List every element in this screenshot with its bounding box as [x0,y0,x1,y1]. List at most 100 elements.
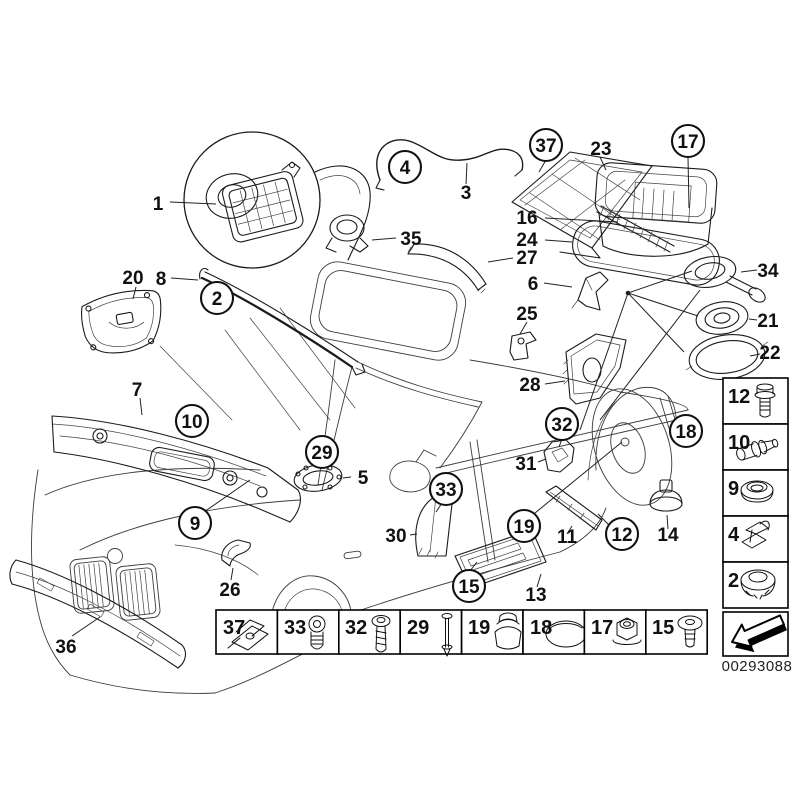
document-number: 00293088 [722,658,793,675]
callout-28[interactable]: 28 [519,375,540,396]
circled-callouts: 2 4 9 10 12 15 17 18 19 29 32 33 37 [174,123,706,604]
callout-12[interactable]: 12 [604,516,640,552]
fastener-cell-37[interactable]: 37 [215,609,279,655]
callout-9[interactable]: 9 [177,505,213,541]
callout-37[interactable]: 37 [528,127,564,163]
svg-text:12: 12 [611,525,632,546]
fastener-cell-10[interactable]: 10 [722,423,789,471]
svg-text:4: 4 [400,158,411,179]
direction-arrow-icon [731,614,787,653]
part-17-battery-tray [594,162,718,257]
callout-3[interactable]: 3 [461,183,472,204]
round-grommet-icon [740,480,774,503]
svg-text:33: 33 [435,480,456,501]
svg-text:37: 37 [535,136,556,157]
svg-text:18: 18 [675,422,696,443]
part-31-clamp [543,439,575,473]
callout-13[interactable]: 13 [525,585,546,606]
callout-34[interactable]: 34 [757,261,779,282]
car-outline [31,261,691,694]
part-35-clamp [325,214,369,253]
svg-text:32: 32 [551,415,572,436]
part-27-channel [407,243,487,294]
callout-33[interactable]: 33 [428,471,464,507]
part-34-grommet-pin [683,256,766,303]
svg-text:17: 17 [677,132,698,153]
direction-arrow-box [722,611,789,657]
callout-1[interactable]: 1 [153,194,164,215]
svg-text:29: 29 [311,443,332,464]
flange-nut-icon [612,617,642,645]
callout-8[interactable]: 8 [156,269,167,290]
part-3-hose [375,139,524,191]
callout-7[interactable]: 7 [132,380,143,401]
fastener-label: 32 [345,617,367,639]
part-21-grommet [695,301,749,335]
callout-5[interactable]: 5 [358,468,369,489]
fastener-cell-9[interactable]: 9 [722,469,789,517]
fastener-cell-17[interactable]: 17 [583,609,647,655]
callout-21[interactable]: 21 [757,311,779,332]
fastener-cell-29[interactable]: 29 [399,609,463,657]
callout-20[interactable]: 20 [122,268,143,289]
fastener-cell-15[interactable]: 15 [644,609,708,655]
callout-26[interactable]: 26 [219,580,240,601]
svg-text:10: 10 [181,412,202,433]
fastener-label: 9 [728,478,739,500]
fastener-label: 17 [591,617,613,639]
part-11-rail [545,485,603,531]
callout-2[interactable]: 2 [199,280,235,316]
callout-10[interactable]: 10 [174,403,210,439]
part-1-fuel-filler-flap [183,131,371,269]
fastener-label: 15 [652,617,674,639]
sheet-metal-clip-icon [227,619,269,651]
fastener-cell-2[interactable]: 2 [722,561,789,609]
fastener-cell-19[interactable]: 19 [460,609,524,655]
fastener-cell-12[interactable]: 12 [722,377,789,425]
callout-14[interactable]: 14 [657,525,679,546]
part-36-bumper-carrier [9,559,187,669]
callout-4[interactable]: 4 [387,149,423,185]
callout-24[interactable]: 24 [516,230,538,251]
fastener-cell-32[interactable]: 32 [337,609,401,655]
part-25-bracket [509,331,537,361]
fastener-legend-strip: 37 33 32 29 [215,609,708,657]
callout-19[interactable]: 19 [506,508,542,544]
svg-text:15: 15 [458,577,480,598]
fastener-label: 10 [728,432,750,454]
fastener-cell-18[interactable]: 18 [522,609,587,655]
callout-35[interactable]: 35 [400,229,422,250]
callout-18[interactable]: 18 [668,413,704,449]
callout-31[interactable]: 31 [515,454,537,475]
pan-head-screw-icon [308,615,326,650]
part-14-grommet [649,479,683,512]
callout-16[interactable]: 16 [516,208,537,229]
callout-27[interactable]: 27 [516,248,537,269]
drain-valve-icon [736,438,779,461]
svg-text:2: 2 [212,289,223,310]
callout-36[interactable]: 36 [55,637,76,658]
fastener-cell-4[interactable]: 4 [722,515,789,563]
part-26-bracket [221,539,251,567]
callout-17[interactable]: 17 [670,123,706,159]
fastener-label: 29 [407,617,429,639]
callout-22[interactable]: 22 [759,343,780,364]
callout-32[interactable]: 32 [544,406,580,442]
svg-text:9: 9 [190,514,201,535]
callout-30[interactable]: 30 [385,526,406,547]
callout-11[interactable]: 11 [557,527,578,548]
callout-15[interactable]: 15 [451,568,487,604]
fastener-label: 19 [468,617,490,639]
flat-head-screw-icon [677,615,703,648]
part-22-oval-ring [685,334,769,380]
fastener-label: 12 [728,386,750,408]
callout-6[interactable]: 6 [528,274,539,295]
callout-29[interactable]: 29 [304,434,340,470]
callout-23[interactable]: 23 [590,139,611,160]
fastener-cell-33[interactable]: 33 [276,609,340,655]
fastener-label: 18 [530,617,552,639]
fastener-label: 4 [728,524,740,546]
callout-25[interactable]: 25 [516,304,538,325]
